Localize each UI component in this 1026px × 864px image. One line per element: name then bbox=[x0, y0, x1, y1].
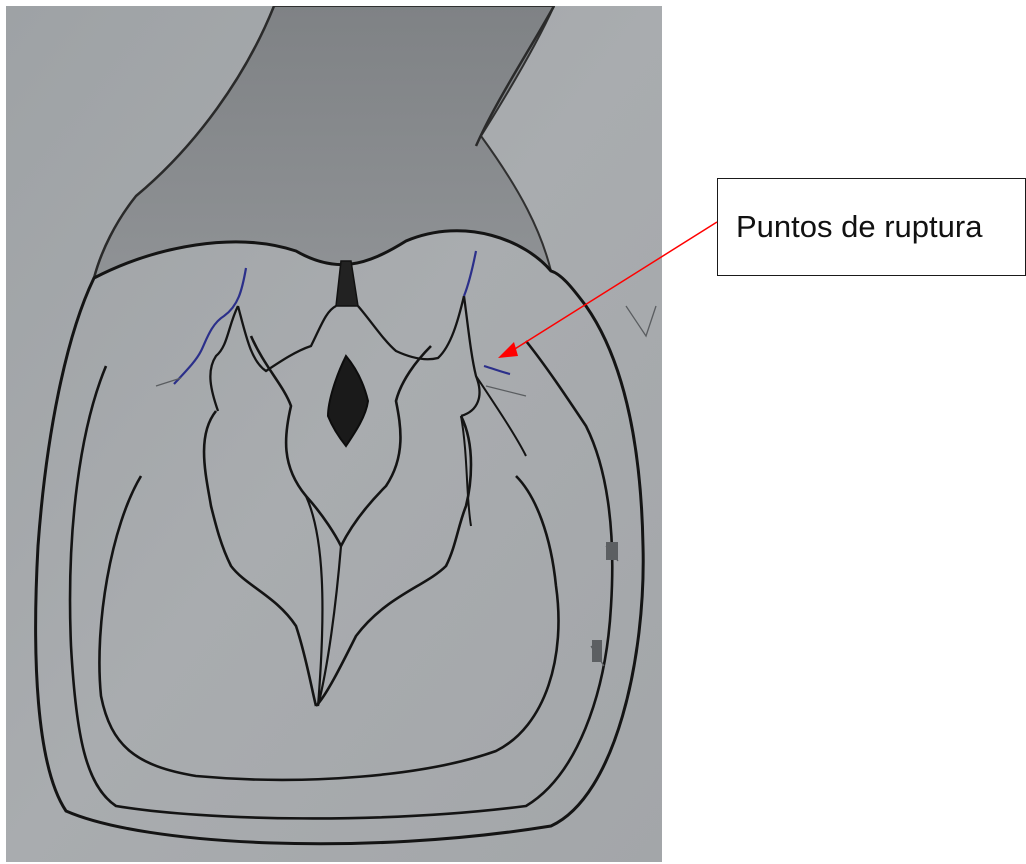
callout-label-text: Puntos de ruptura bbox=[736, 209, 982, 245]
callout-label-box: Puntos de ruptura bbox=[717, 178, 1026, 276]
smudge-mark-1 bbox=[606, 542, 618, 560]
heart-sketch-photo bbox=[6, 6, 662, 862]
smudge-mark-2 bbox=[592, 640, 602, 662]
